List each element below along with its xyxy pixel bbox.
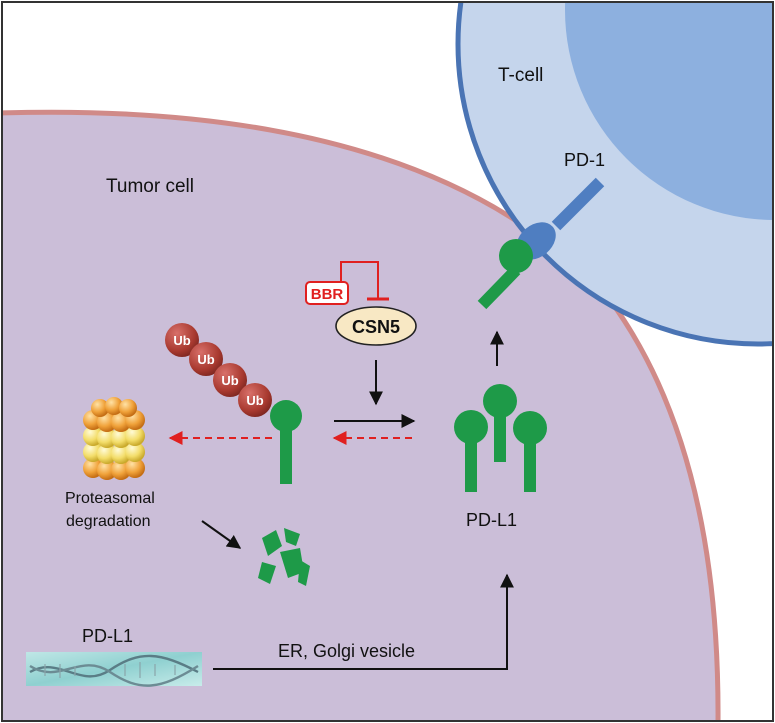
ub-label-4: Ub [246, 393, 263, 408]
csn5-node: CSN5 [335, 306, 417, 346]
pdl1-ubiquitinated [270, 400, 302, 484]
proteasomal-label: Proteasomal [65, 490, 155, 507]
t-cell-label: T-cell [498, 65, 543, 86]
ub-label-1: Ub [173, 333, 190, 348]
pdl1-cluster-label: PD-L1 [466, 510, 517, 530]
bbr-box [305, 281, 349, 305]
pdl1-cluster [454, 384, 547, 492]
degradation-label: degradation [66, 513, 151, 530]
er-golgi-route-arrow [213, 573, 514, 670]
proteasome-icon [83, 397, 145, 480]
bbr-label: BBR [311, 286, 344, 303]
bbr-inhibition: BBR [305, 261, 389, 305]
tumor-cell-label: Tumor cell [106, 176, 194, 197]
ubiquitin-chain: Ub Ub Ub Ub [165, 323, 272, 417]
dna-icon [26, 652, 202, 687]
to-fragments-arrow [201, 520, 242, 549]
er-golgi-label: ER, Golgi vesicle [278, 641, 415, 661]
ub-label-3: Ub [221, 373, 238, 388]
pdl1-bound [477, 239, 533, 310]
ub-label-2: Ub [197, 352, 214, 367]
t-cell-nucleus [565, 3, 772, 220]
pd1-label: PD-1 [564, 150, 605, 170]
csn5-label: CSN5 [352, 317, 400, 337]
degraded-fragments-icon [258, 528, 310, 586]
pdl1-gene-label: PD-L1 [82, 626, 133, 646]
